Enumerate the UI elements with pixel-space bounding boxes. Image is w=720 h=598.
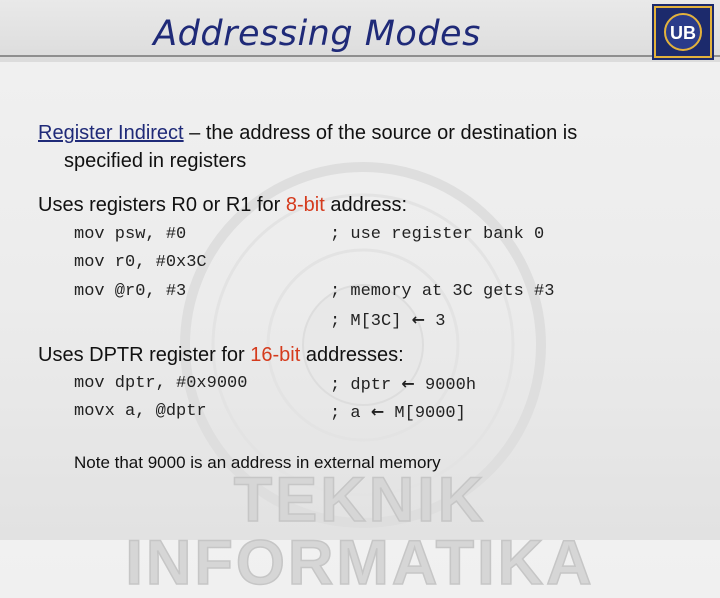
title-divider	[0, 55, 720, 57]
code2-comment-1-pre: ; a	[330, 404, 371, 423]
bullet-uses-dptr: Uses DPTR register for 16-bit addresses:	[38, 341, 404, 369]
left-arrow-icon: ←	[401, 374, 415, 393]
code2-comment-1: ; a ← M[9000]	[330, 398, 466, 428]
bullet3-prefix: Uses DPTR register for	[38, 344, 251, 366]
university-logo: UB	[652, 4, 714, 60]
code1-comment-3-post: 3	[425, 312, 446, 331]
code1-comment-3: ; M[3C] ← 3	[330, 306, 445, 336]
university-seal-watermark	[180, 162, 546, 528]
logo-text: UB	[670, 23, 696, 43]
code1-comment-0: ; use register bank 0	[330, 225, 545, 244]
title-bar	[0, 0, 720, 62]
code1-comment-2: ; memory at 3C gets #3	[330, 282, 555, 301]
bullet2-highlight: 8-bit	[285, 194, 325, 216]
code1-comment-3-pre: ; M[3C]	[330, 312, 412, 331]
register-indirect-term: Register Indirect	[38, 122, 184, 144]
code2-comment-0-post: 9000h	[414, 376, 477, 395]
left-arrow-icon: ←	[370, 402, 385, 421]
code2-instr-0: mov dptr, #0x9000	[74, 374, 248, 393]
bullet2-suffix: address:	[324, 194, 408, 216]
code2-comment-1-post: M[9000]	[384, 404, 466, 423]
code1-instr-2: mov @r0, #3	[74, 282, 187, 301]
left-arrow-icon: ←	[411, 310, 426, 329]
bullet2-prefix: Uses registers R0 or R1 for	[38, 194, 286, 216]
code2-instr-1: movx a, @dptr	[74, 402, 207, 421]
bullet1-line2: specified in registers	[64, 150, 247, 172]
code1-instr-0: mov psw, #0	[74, 225, 187, 244]
code2-comment-0: ; dptr ← 9000h	[330, 370, 476, 400]
bullet-uses-registers: Uses registers R0 or R1 for 8-bit addres…	[38, 191, 407, 219]
bullet-register-indirect: Register Indirect – the address of the s…	[38, 119, 577, 147]
code1-instr-1: mov r0, #0x3C	[74, 253, 207, 272]
slide-title: Addressing Modes	[153, 14, 481, 54]
bullet1-line1-text: – the address of the source or destinati…	[183, 122, 578, 144]
teknik-informatika-watermark: TEKNIK INFORMATIKA	[125, 465, 595, 598]
bullet3-highlight: 16-bit	[250, 344, 301, 366]
bullet3-suffix: addresses:	[300, 344, 404, 366]
code2-comment-0-pre: ; dptr	[330, 376, 402, 395]
note-external-memory: Note that 9000 is an address in external…	[74, 453, 441, 472]
